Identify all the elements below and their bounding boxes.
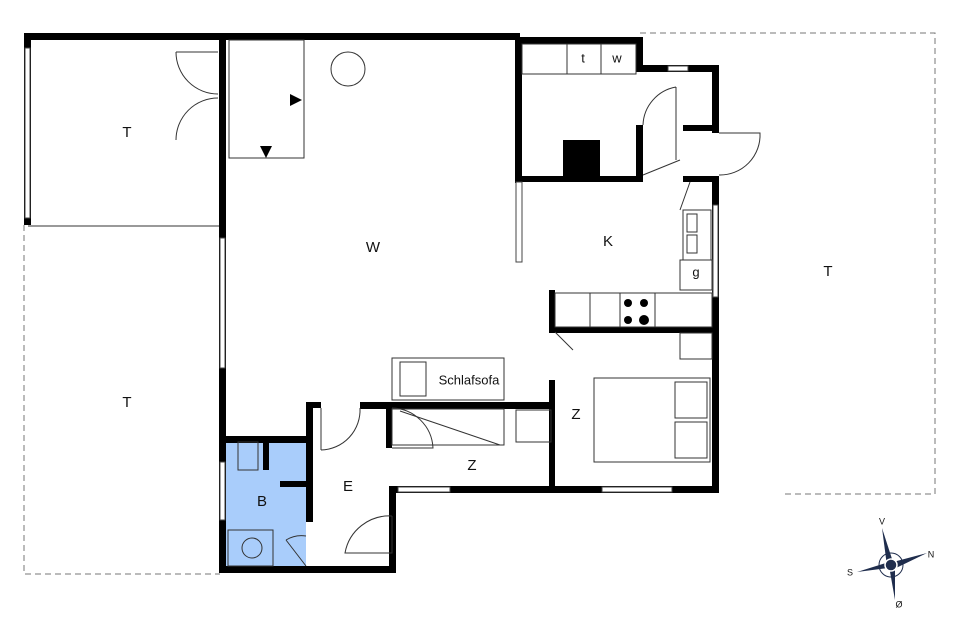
sofa-bed-label: Schlafsofa — [439, 372, 500, 387]
stair-arrows — [260, 94, 302, 158]
doors — [175, 51, 761, 567]
compass-east: Ø — [895, 599, 902, 609]
entrance-label: E — [343, 478, 353, 495]
compass-rose-icon: V N S Ø — [847, 516, 934, 609]
fridge-label: g — [692, 264, 699, 279]
terrace-outlines — [23, 32, 936, 575]
living-room-label: W — [366, 239, 381, 256]
bedroom-small-label: Z — [467, 457, 476, 474]
terrace-e-label: T — [823, 263, 832, 280]
dryer-label: t — [581, 50, 585, 65]
compass-north: N — [928, 549, 935, 559]
stove-burners — [624, 299, 649, 325]
lamp-circle — [330, 51, 366, 87]
terrace-w-label: T — [122, 394, 131, 411]
compass-west: V — [879, 516, 885, 526]
furniture — [227, 39, 713, 567]
bathroom-label: B — [257, 493, 267, 510]
kitchen-label: K — [603, 233, 613, 250]
windows — [24, 47, 719, 521]
terrace-nw-label: T — [122, 124, 131, 141]
washer-label: w — [611, 50, 622, 65]
bedroom-large-label: Z — [571, 406, 580, 423]
compass-south: S — [847, 567, 853, 577]
